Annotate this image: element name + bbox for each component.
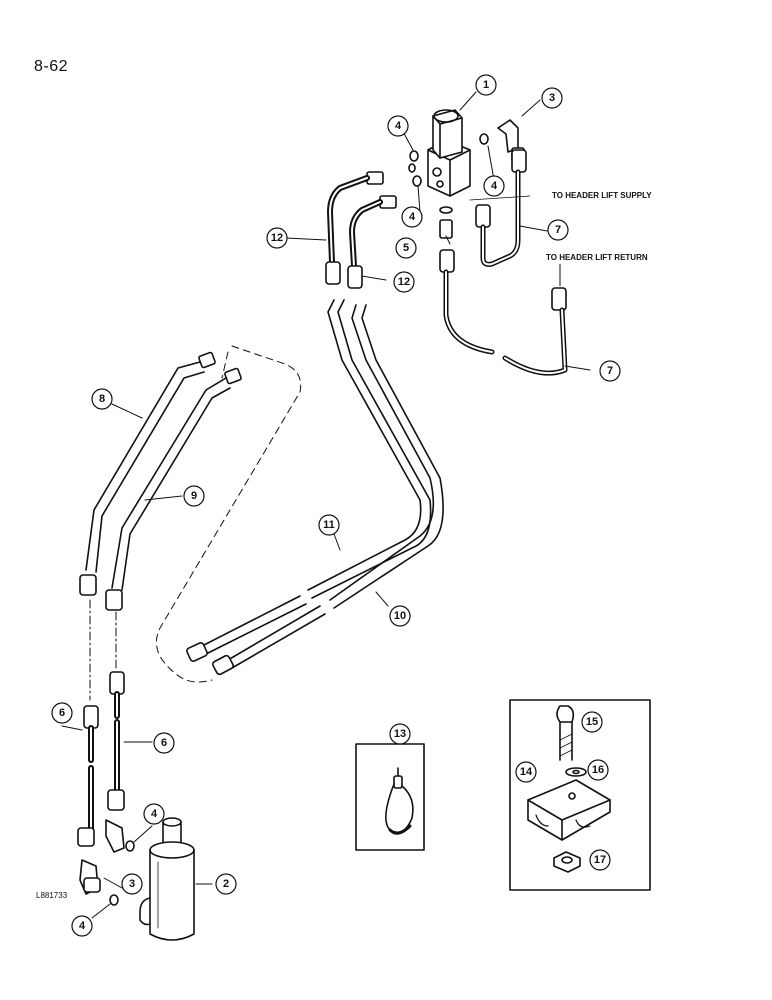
callout-3-bottom: 3 bbox=[121, 873, 143, 895]
svg-text:3: 3 bbox=[549, 92, 555, 104]
hose-7-supply bbox=[475, 149, 527, 267]
callout-13: 13 bbox=[389, 723, 411, 745]
callout-6-a: 6 bbox=[51, 702, 73, 724]
callout-4-a: 4 bbox=[387, 115, 409, 137]
callout-4-c: 4 bbox=[401, 206, 423, 228]
callout-2: 2 bbox=[215, 873, 237, 895]
page-number: 8-62 bbox=[34, 58, 69, 75]
svg-text:3: 3 bbox=[129, 878, 135, 890]
svg-text:7: 7 bbox=[607, 365, 613, 377]
svg-text:12: 12 bbox=[271, 232, 283, 244]
clamp-kit-frame bbox=[509, 699, 651, 891]
clamp-13-frame bbox=[355, 743, 425, 851]
lift-cylinder bbox=[139, 817, 195, 941]
tube-8 bbox=[79, 351, 216, 596]
svg-text:1: 1 bbox=[483, 79, 489, 91]
valve-block bbox=[427, 109, 471, 197]
svg-text:4: 4 bbox=[409, 211, 416, 223]
hose-12-right bbox=[347, 195, 397, 289]
svg-text:5: 5 bbox=[403, 242, 409, 254]
svg-text:4: 4 bbox=[395, 120, 402, 132]
phantom-outline bbox=[156, 345, 302, 683]
callout-4-b: 4 bbox=[483, 175, 505, 197]
note-header-lift-return: TO HEADER LIFT RETURN bbox=[546, 253, 648, 262]
callout-4-d: 4 bbox=[143, 803, 165, 825]
svg-text:12: 12 bbox=[398, 276, 410, 288]
svg-text:4: 4 bbox=[491, 180, 498, 192]
svg-text:16: 16 bbox=[592, 764, 604, 776]
svg-text:4: 4 bbox=[151, 808, 158, 820]
tube-10 bbox=[212, 304, 444, 676]
svg-text:2: 2 bbox=[223, 878, 229, 890]
hose-7-return bbox=[439, 249, 568, 376]
svg-text:6: 6 bbox=[161, 737, 167, 749]
callout-9: 9 bbox=[183, 485, 205, 507]
svg-text:15: 15 bbox=[586, 716, 598, 728]
callout-17: 17 bbox=[589, 849, 611, 871]
callout-6-b: 6 bbox=[153, 732, 175, 754]
note-header-lift-supply: TO HEADER LIFT SUPPLY bbox=[552, 191, 652, 200]
callout-7-a: 7 bbox=[547, 219, 569, 241]
elbow-fitting-bottom bbox=[79, 819, 135, 906]
svg-text:8: 8 bbox=[99, 393, 105, 405]
callout-7-b: 7 bbox=[599, 360, 621, 382]
tube-9 bbox=[105, 367, 242, 611]
figure-code: L881733 bbox=[36, 891, 68, 900]
callout-8: 8 bbox=[91, 388, 113, 410]
svg-text:13: 13 bbox=[394, 728, 406, 740]
callout-1: 1 bbox=[475, 74, 497, 96]
svg-text:14: 14 bbox=[520, 766, 533, 778]
callout-3-top: 3 bbox=[541, 87, 563, 109]
callout-11: 11 bbox=[318, 514, 340, 536]
hose-6-right bbox=[107, 671, 125, 811]
svg-text:6: 6 bbox=[59, 707, 65, 719]
callout-14: 14 bbox=[515, 761, 537, 783]
svg-text:9: 9 bbox=[191, 490, 197, 502]
adapter-5 bbox=[439, 206, 453, 239]
callout-10: 10 bbox=[389, 605, 411, 627]
svg-text:17: 17 bbox=[594, 854, 606, 866]
callout-16: 16 bbox=[587, 759, 609, 781]
svg-text:10: 10 bbox=[394, 610, 406, 622]
callout-5: 5 bbox=[395, 237, 417, 259]
callout-12-b: 12 bbox=[393, 271, 415, 293]
svg-text:4: 4 bbox=[79, 920, 86, 932]
svg-text:11: 11 bbox=[323, 519, 335, 531]
callout-4-e: 4 bbox=[71, 915, 93, 937]
callout-12-a: 12 bbox=[266, 227, 288, 249]
hose-12-left bbox=[325, 171, 384, 285]
hose-6-left bbox=[77, 705, 99, 847]
svg-text:7: 7 bbox=[555, 224, 561, 236]
callout-15: 15 bbox=[581, 711, 603, 733]
